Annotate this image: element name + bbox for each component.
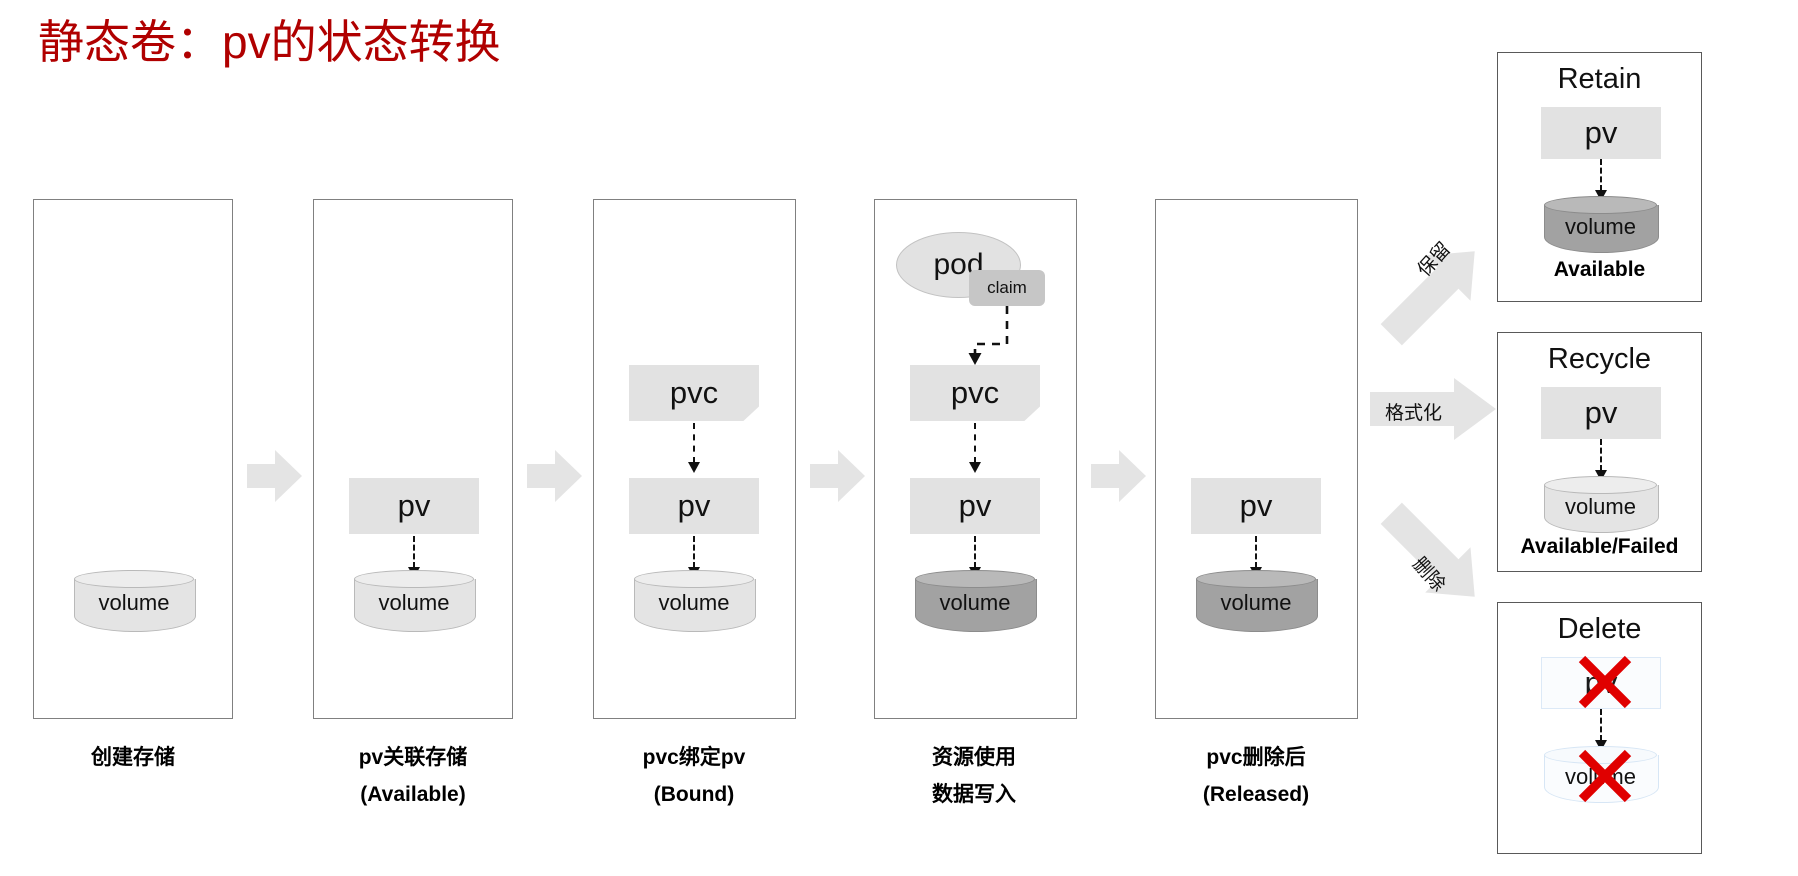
- stage-panel-pvc-deleted: pv volume: [1155, 199, 1358, 719]
- status-badge-retain: Available: [1553, 258, 1646, 281]
- volume-cylinder: volume: [74, 570, 196, 632]
- volume-cylinder: volume: [634, 570, 756, 632]
- dashed-connector-pv-to-volume: [1571, 709, 1631, 751]
- pv-node: pv: [1541, 657, 1661, 709]
- stage-caption-resource-in-use: 资源使用 数据写入: [932, 746, 1016, 806]
- dashed-connector-pv-to-volume: [1571, 439, 1631, 481]
- stage-panel-pv-bind-storage: pv volume: [313, 199, 513, 719]
- pv-node: pv: [1191, 478, 1321, 534]
- stage-caption-pvc-bound-pv: pvc绑定pv (Bound): [642, 746, 746, 806]
- outcome-title-delete: Delete: [1557, 613, 1642, 645]
- dashed-connector-claim-to-pvc: [905, 306, 1045, 368]
- outcome-panel-delete: Delete pv volume: [1497, 602, 1702, 854]
- flow-arrow-3: [810, 450, 865, 502]
- pv-node: pv: [349, 478, 479, 534]
- pv-node: pv: [1541, 387, 1661, 439]
- branch-label-recycle: 格式化: [1385, 403, 1443, 424]
- dashed-connector-pvc-to-pv: [945, 423, 1005, 473]
- stage-panel-pvc-bound-pv: pvc pv volume: [593, 199, 796, 719]
- stage-caption-pv-bind-storage: pv关联存储 (Available): [358, 746, 468, 806]
- stage-caption-pvc-deleted: pvc删除后 (Released): [1202, 746, 1310, 806]
- volume-cylinder: volume: [915, 570, 1037, 632]
- branch-arrow-retain: [1368, 228, 1498, 358]
- outcome-title-retain: Retain: [1557, 63, 1642, 95]
- flow-arrow-4: [1091, 450, 1146, 502]
- pvc-node: pvc: [629, 365, 759, 421]
- branch-arrow-recycle: [1370, 378, 1496, 440]
- volume-cylinder: volume: [1544, 476, 1659, 533]
- pv-node: pv: [910, 478, 1040, 534]
- pvc-node: pvc: [910, 365, 1040, 421]
- pv-node: pv: [1541, 107, 1661, 159]
- branch-arrow-delete: [1368, 490, 1503, 620]
- flow-arrow-1: [247, 450, 302, 502]
- pvc-fold-corner: [1026, 407, 1040, 421]
- dashed-connector-pvc-to-pv: [664, 423, 724, 473]
- volume-cylinder: volume: [1544, 196, 1659, 253]
- pv-node: pv: [629, 478, 759, 534]
- outcome-panel-recycle: Recycle pv volume Available/Failed: [1497, 332, 1702, 572]
- volume-cylinder: volume: [1196, 570, 1318, 632]
- stage-panel-create-storage: volume: [33, 199, 233, 719]
- status-badge-recycle: Available/Failed: [1520, 535, 1679, 558]
- flow-arrow-2: [527, 450, 582, 502]
- claim-node: claim: [969, 270, 1045, 306]
- outcome-title-recycle: Recycle: [1547, 343, 1652, 375]
- dashed-connector-pv-to-volume: [1571, 159, 1631, 201]
- pvc-fold-corner: [745, 407, 759, 421]
- outcome-panel-retain: Retain pv volume Available: [1497, 52, 1702, 302]
- stage-panel-resource-in-use: pod claim pvc pv volume: [874, 199, 1077, 719]
- volume-cylinder: volume: [354, 570, 476, 632]
- page-title: 静态卷：pv的状态转换: [38, 16, 501, 68]
- volume-cylinder: volume: [1544, 746, 1659, 803]
- stage-caption-create-storage: 创建存储: [91, 746, 175, 769]
